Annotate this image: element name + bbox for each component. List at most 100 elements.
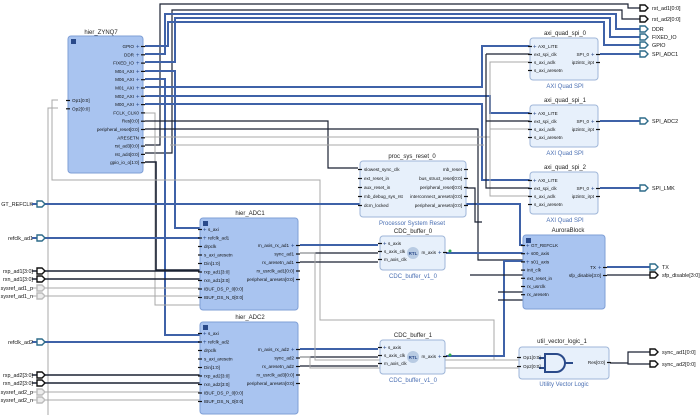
output-port-icon[interactable] (639, 4, 649, 12)
input-port-icon[interactable] (36, 284, 46, 292)
bus-expand-icon[interactable]: + (136, 69, 140, 75)
external-input-port[interactable]: sysref_ad1_n (1, 292, 46, 300)
bus-expand-icon[interactable]: + (136, 53, 140, 59)
bus-expand-icon[interactable]: + (591, 187, 595, 193)
wire-rst-ad2[interactable] (145, 9, 640, 154)
bus-expand-icon[interactable]: + (383, 346, 387, 352)
bus-expand-icon[interactable]: + (533, 112, 537, 118)
input-port-icon[interactable] (36, 338, 46, 346)
input-port-icon[interactable] (36, 396, 46, 404)
output-port-icon[interactable] (649, 360, 659, 368)
wire-res-to-sync[interactable] (610, 351, 650, 365)
block-cdc-buffer-0[interactable]: CDC_buffer_0RTLs_axis+s_axis_clkm_axis_c… (378, 229, 452, 280)
bus-expand-icon[interactable]: + (533, 179, 537, 185)
external-input-port[interactable]: GT_REFCLK (1, 200, 46, 208)
block-axi-quad-spi-0[interactable]: axi_quad_spi_0AXI_LITE+ext_spi_clks_axi_… (528, 31, 600, 90)
external-input-port[interactable]: rxn_ad2[3:0] (3, 379, 46, 387)
external-output-port[interactable]: sync_ad1[0:0] (649, 348, 696, 356)
external-output-port[interactable]: GPIO (639, 41, 665, 49)
wire-m00-axi[interactable] (145, 103, 530, 181)
expand-icon[interactable] (203, 221, 208, 226)
input-port-icon[interactable] (36, 388, 46, 396)
bus-expand-icon[interactable]: + (203, 228, 207, 234)
bus-expand-icon[interactable]: + (291, 244, 295, 250)
block-hier-adc2[interactable]: hier_ADC2s_axi+refclk_ad2+drpclks_axi_ar… (198, 315, 300, 415)
bus-expand-icon[interactable]: + (438, 251, 442, 257)
expand-icon[interactable] (203, 325, 208, 330)
external-input-port[interactable]: sysref_ad1_p (1, 284, 46, 292)
output-port-icon[interactable] (639, 33, 649, 41)
wire-fclk[interactable] (145, 112, 210, 306)
wire-fixed-io[interactable] (145, 17, 640, 63)
bus-expand-icon[interactable]: + (136, 45, 140, 51)
block-axi-quad-spi-1[interactable]: axi_quad_spi_1AXI_LITE+ext_spi_clks_axi_… (528, 98, 600, 157)
bus-expand-icon[interactable]: + (136, 61, 140, 67)
block-body[interactable] (529, 104, 599, 148)
input-port-icon[interactable] (36, 234, 46, 242)
output-port-icon[interactable] (639, 41, 649, 49)
external-output-port[interactable]: sync_ad2[0:0] (649, 360, 696, 368)
external-input-port[interactable]: rxn_ad1[3:0] (3, 275, 46, 283)
bus-expand-icon[interactable]: + (136, 86, 140, 92)
output-port-icon[interactable] (639, 25, 649, 33)
external-input-port[interactable]: sysref_ad2_p (1, 388, 46, 396)
bus-expand-icon[interactable]: + (526, 252, 530, 258)
external-output-port[interactable]: sfp_disable[3:0] (649, 271, 700, 279)
output-port-icon[interactable] (649, 263, 659, 271)
bus-expand-icon[interactable]: + (203, 332, 207, 338)
bus-expand-icon[interactable]: + (591, 53, 595, 59)
external-output-port[interactable]: rst_ad1[0:0] (639, 4, 681, 12)
bus-expand-icon[interactable]: + (526, 260, 530, 266)
wire-ddr[interactable] (145, 13, 640, 55)
input-port-icon[interactable] (36, 200, 46, 208)
bus-expand-icon[interactable]: + (136, 78, 140, 84)
bus-expand-icon[interactable]: + (136, 103, 140, 109)
wire-gpio-io-o[interactable] (145, 161, 210, 271)
wire-aresetn[interactable] (145, 61, 530, 138)
external-output-port[interactable]: TX (649, 263, 669, 271)
block-body[interactable] (522, 234, 606, 310)
bus-expand-icon[interactable]: + (438, 355, 442, 361)
block-body[interactable] (529, 171, 599, 215)
wire-m06-axi[interactable] (145, 78, 210, 336)
bus-expand-icon[interactable]: + (598, 266, 602, 272)
wire-rst-ad1[interactable] (145, 3, 640, 146)
output-port-icon[interactable] (639, 184, 649, 192)
wire-cdc1-to-aurora[interactable] (446, 260, 530, 357)
bus-expand-icon[interactable]: + (526, 244, 530, 250)
external-input-port[interactable]: rxp_ad1[3:0] (3, 267, 46, 275)
expand-icon[interactable] (71, 39, 76, 44)
block-body[interactable] (529, 37, 599, 81)
block-body[interactable] (359, 160, 467, 218)
block-proc-sys-reset-0[interactable]: proc_sys_reset_0 slowest_sync_clkext_res… (358, 154, 468, 227)
wire-m01-axi[interactable] (145, 45, 530, 88)
input-port-icon[interactable] (36, 371, 46, 379)
input-port-icon[interactable] (36, 292, 46, 300)
block-hier-adc1[interactable]: hier_ADC1s_axi+refclk_ad1+drpclks_axi_ar… (198, 211, 300, 311)
bus-expand-icon[interactable]: + (533, 45, 537, 51)
external-input-port[interactable]: refclk_ad1 (8, 234, 46, 242)
wire-gpio[interactable] (145, 21, 640, 47)
output-port-icon[interactable] (649, 271, 659, 279)
external-output-port[interactable]: SPI_ADC2 (639, 117, 678, 125)
input-port-icon[interactable] (36, 267, 46, 275)
block-util-vector-logic-1[interactable]: util_vector_logic_1 Op1[0:0]Op2[0:0]Res[… (517, 339, 611, 388)
bus-expand-icon[interactable]: + (591, 120, 595, 126)
external-output-port[interactable]: FIXED_IO (639, 33, 677, 41)
external-output-port[interactable]: SPI_LMK (639, 184, 675, 192)
output-port-icon[interactable] (639, 117, 649, 125)
block-hier-zynq7[interactable]: hier_ZYNQ7 GPIO+DDR+FIXED_IO+M04_AXI+M06… (66, 30, 145, 174)
block-cdc-buffer-1[interactable]: CDC_buffer_1RTLs_axis+s_axis_clkm_axis_c… (378, 333, 452, 384)
external-output-port[interactable]: SPI_ADC1 (639, 50, 678, 58)
external-output-port[interactable]: rst_ad2[0:0] (639, 15, 681, 23)
bus-expand-icon[interactable]: + (383, 242, 387, 248)
bus-expand-icon[interactable]: + (203, 340, 207, 346)
input-port-icon[interactable] (36, 275, 46, 283)
output-port-icon[interactable] (639, 15, 649, 23)
expand-icon[interactable] (526, 238, 531, 243)
block-aurora[interactable]: AuroraBlock GT_REFCLK+s00_axis+s01_axis+… (521, 228, 607, 310)
output-port-icon[interactable] (649, 348, 659, 356)
wire-m04-axi[interactable] (145, 70, 210, 229)
bus-expand-icon[interactable]: + (136, 94, 140, 100)
